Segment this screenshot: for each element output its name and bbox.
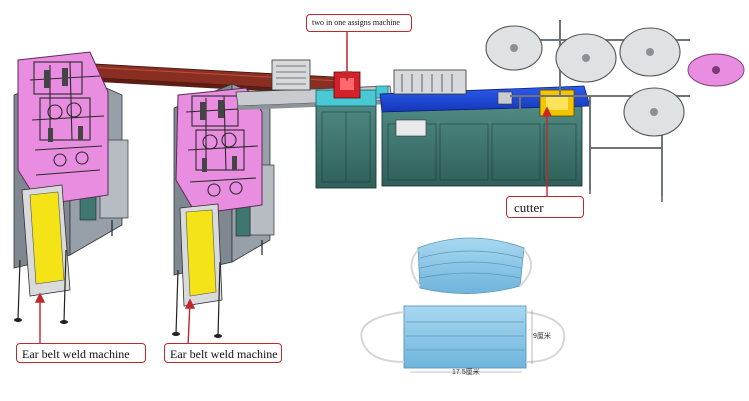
ear-belt-left-callout-text: Ear belt weld machine bbox=[22, 347, 130, 361]
cutter-callout: cutter bbox=[506, 196, 584, 218]
ear-belt-right-callout: Ear belt weld machine bbox=[164, 343, 282, 363]
ear-belt-right-callout-text: Ear belt weld machine bbox=[170, 347, 278, 361]
ear-belt-left-callout: Ear belt weld machine bbox=[16, 343, 146, 363]
two-in-one-assigns-machine bbox=[315, 40, 389, 189]
mask-body-machine bbox=[379, 69, 591, 187]
material-roll-frame bbox=[485, 20, 745, 202]
callout-leaders bbox=[34, 30, 553, 347]
ear-belt-machine-right bbox=[172, 83, 275, 338]
two-in-one-callout-text: two in one assigns machine bbox=[312, 18, 400, 27]
mask-product-front bbox=[410, 237, 532, 294]
cutter-callout-text: cutter bbox=[514, 200, 544, 215]
mask-product-flat bbox=[360, 305, 566, 373]
ear-belt-machine-left bbox=[13, 51, 129, 324]
two-in-one-callout: two in one assigns machine bbox=[306, 14, 412, 32]
mask-height-label: 9厘米 bbox=[533, 333, 551, 340]
mask-width-label: 17.5厘米 bbox=[452, 369, 480, 376]
